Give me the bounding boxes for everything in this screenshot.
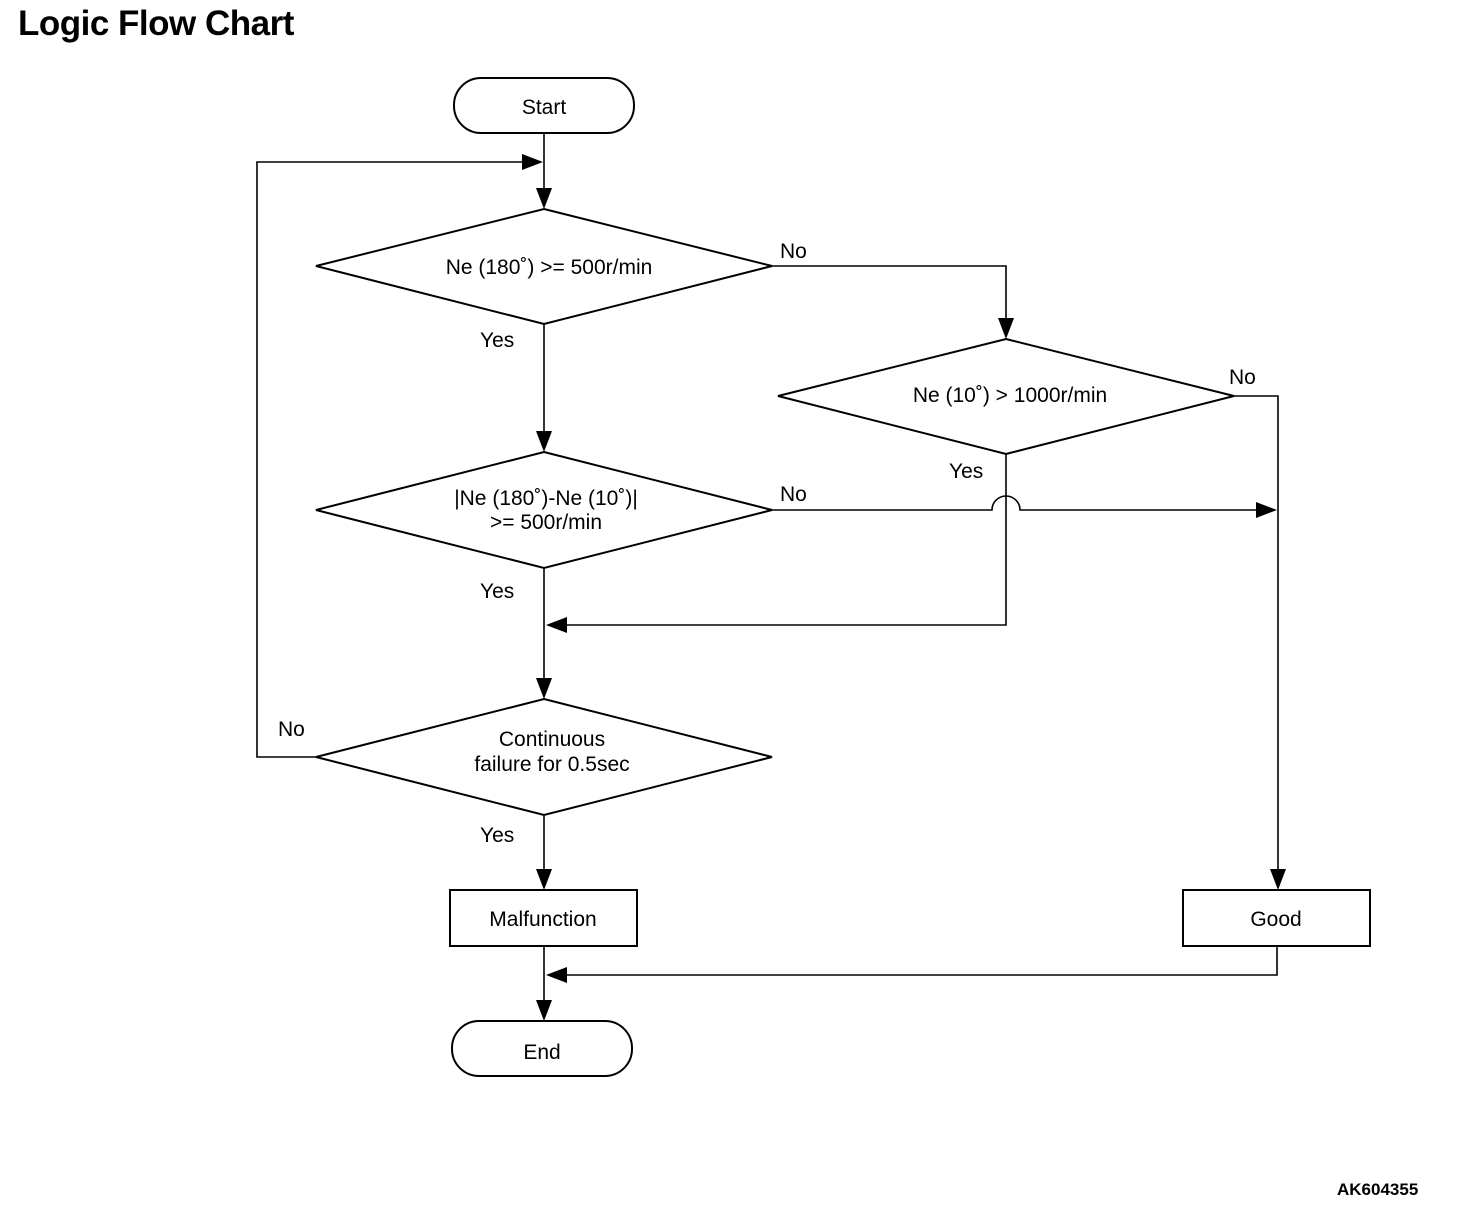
edge-label-ne180-yes: Yes — [480, 329, 514, 352]
connectors — [256, 133, 1286, 1021]
start-terminator — [453, 77, 635, 134]
node-good: Good — [1182, 889, 1371, 947]
decision-diff-label-line2: >= 500r/min — [490, 511, 602, 534]
malfunction-box — [449, 889, 638, 947]
node-decision-continuous: Continuous failure for 0.5sec — [315, 697, 773, 817]
edge-label-diff-yes: Yes — [480, 580, 514, 603]
edge-ne180-no — [772, 265, 1007, 320]
edge-continuous-no-loop — [256, 161, 524, 758]
edge-label-ne180-no: No — [780, 240, 807, 263]
node-end: End — [451, 1020, 633, 1077]
edge-ne10-no — [1234, 395, 1279, 871]
end-terminator — [451, 1020, 633, 1077]
diagram-reference-id: AK604355 — [1337, 1180, 1419, 1199]
edge-label-continuous-no: No — [278, 718, 305, 741]
node-decision-ne10: Ne (10˚) > 1000r/min — [777, 337, 1235, 456]
decision-continuous-label-line1: Continuous — [499, 728, 605, 751]
edge-label-continuous-yes: Yes — [480, 824, 514, 847]
start-label: Start — [522, 96, 567, 119]
arrowhead-right-icon — [1256, 502, 1277, 518]
arrowhead-left-icon — [546, 617, 567, 633]
arrowhead-down-icon — [998, 318, 1014, 339]
arrowhead-down-icon — [536, 869, 552, 890]
decision-ne180-label: Ne (180˚) >= 500r/min — [446, 256, 653, 279]
good-box — [1182, 889, 1371, 947]
arrowhead-down-icon — [536, 431, 552, 452]
decision-ne10-label: Ne (10˚) > 1000r/min — [913, 384, 1107, 407]
malfunction-label: Malfunction — [489, 908, 596, 931]
arrowhead-right-icon — [522, 154, 543, 170]
node-decision-diff: |Ne (180˚)-Ne (10˚)| >= 500r/min — [315, 450, 773, 570]
arrowhead-down-icon — [536, 188, 552, 209]
decision-continuous-diamond — [315, 697, 773, 817]
edge-label-ne10-yes: Yes — [949, 460, 983, 483]
edge-good-to-end — [565, 946, 1278, 976]
decision-ne180-diamond — [315, 207, 773, 326]
arrowhead-down-icon — [536, 1000, 552, 1021]
good-label: Good — [1250, 908, 1301, 931]
arrowhead-left-icon — [546, 967, 567, 983]
node-malfunction: Malfunction — [449, 889, 638, 947]
edge-labels: No Yes No Yes No Yes No Yes — [278, 240, 1256, 847]
edge-label-diff-no: No — [780, 483, 807, 506]
page-title: Logic Flow Chart — [18, 4, 294, 43]
end-label: End — [523, 1041, 560, 1064]
decision-continuous-label-line2: failure for 0.5sec — [474, 753, 629, 776]
node-start: Start — [453, 77, 635, 134]
arrowhead-down-icon — [536, 678, 552, 699]
decision-diff-diamond — [315, 450, 773, 570]
node-decision-ne180: Ne (180˚) >= 500r/min — [315, 207, 773, 326]
decision-ne10-diamond — [777, 337, 1235, 456]
arrowhead-down-icon — [1270, 869, 1286, 890]
edge-label-ne10-no: No — [1229, 366, 1256, 389]
edge-diff-no — [772, 495, 1258, 511]
edge-ne10-yes — [565, 454, 1007, 626]
decision-diff-label-line1: |Ne (180˚)-Ne (10˚)| — [454, 487, 638, 510]
